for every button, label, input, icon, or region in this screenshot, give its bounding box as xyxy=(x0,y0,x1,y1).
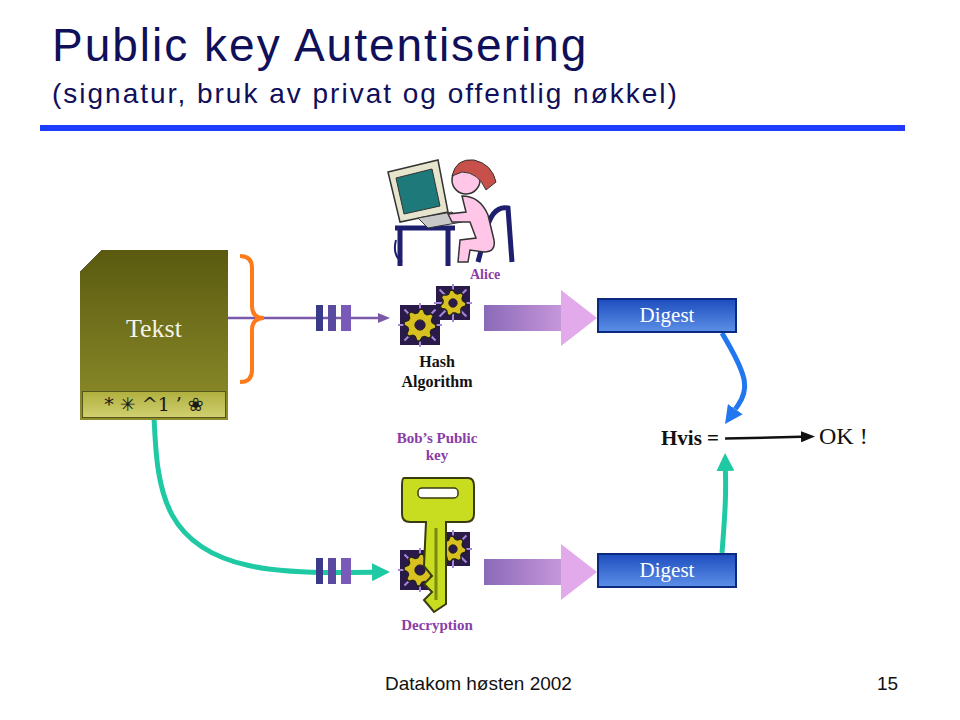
node-text: Digest xyxy=(607,303,727,328)
digest-box: Digest xyxy=(597,298,737,333)
process-arrow xyxy=(484,559,561,585)
input-link xyxy=(228,317,378,320)
node-text: * ✳ ^1 ’ ❀ xyxy=(83,392,225,417)
comparison: Hvis = xyxy=(655,424,725,453)
bracket xyxy=(240,256,264,382)
node-text: Bob’s Public key xyxy=(390,430,484,464)
document: Tekst * ✳ ^1 ’ ❀ xyxy=(80,250,228,420)
arrow-tail-stripes xyxy=(316,305,351,584)
node-text: Hash Algorithm xyxy=(390,352,484,392)
digest-box: Digest xyxy=(597,553,737,588)
slide-subtitle: (signatur, bruk av privat og offentlig n… xyxy=(52,78,679,110)
public-key-symbol xyxy=(402,478,474,612)
node-text: Hvis = xyxy=(661,426,719,451)
decryption-step: Bob’s Public keyDecryption xyxy=(390,430,484,634)
node-text: OK ! xyxy=(819,423,868,450)
signature-strip: * ✳ ^1 ’ ❀ xyxy=(82,391,226,418)
compare-arrow xyxy=(722,333,745,409)
compare-arrow xyxy=(722,471,726,553)
signature-arrow xyxy=(154,418,372,573)
node-subtext: Decryption xyxy=(390,617,484,634)
actor-name: Alice xyxy=(470,267,500,283)
slide-title: Public key Autentisering xyxy=(52,18,588,72)
hash-algorithm: Hash Algorithm xyxy=(390,282,484,392)
result: OK ! xyxy=(815,421,872,452)
node-text: Tekst xyxy=(80,314,228,344)
page-number: 15 xyxy=(877,673,898,695)
footer-text: Datakom høsten 2002 xyxy=(385,673,572,695)
result-arrow xyxy=(725,437,801,439)
title-rule xyxy=(40,125,905,131)
alice-figure xyxy=(388,160,512,266)
process-arrow xyxy=(484,305,561,331)
node-text: Digest xyxy=(607,558,727,583)
